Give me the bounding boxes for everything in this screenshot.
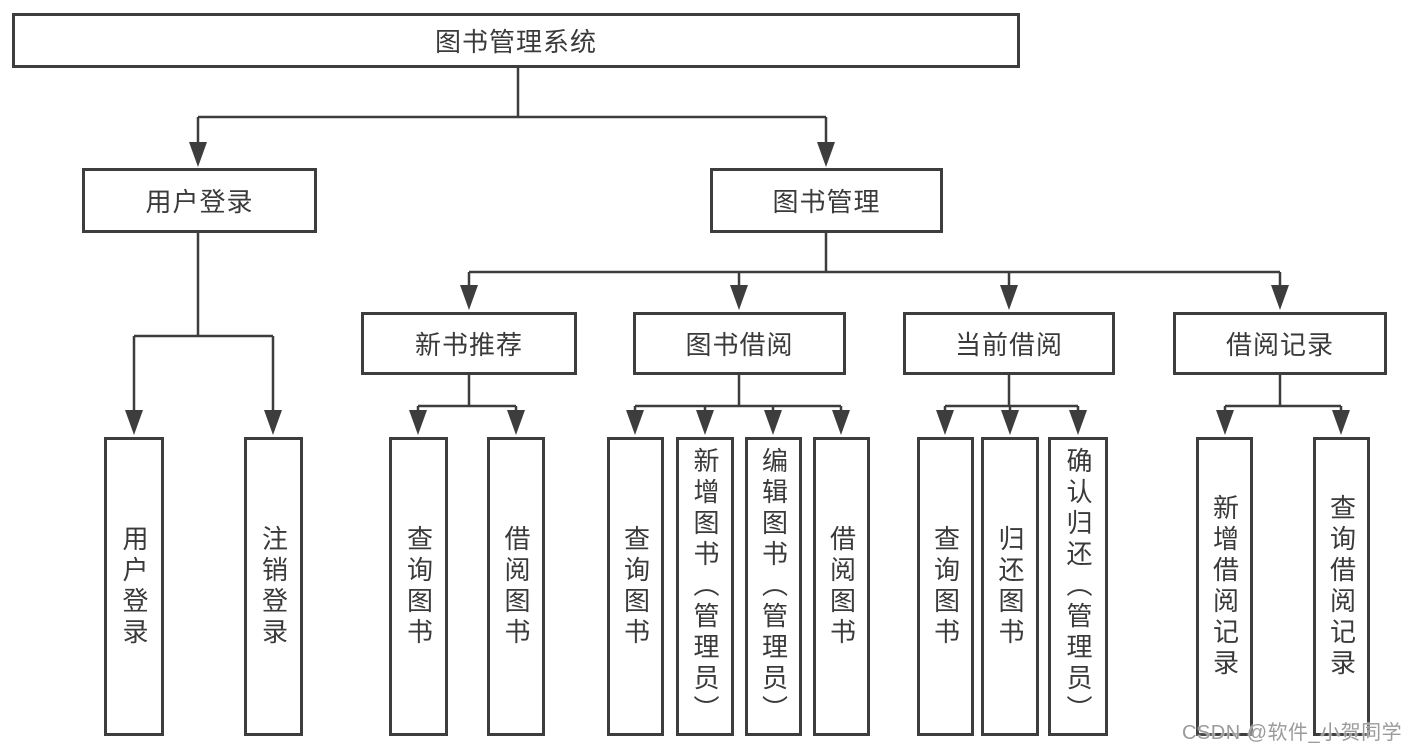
node-user-login-label: 用户登录	[145, 187, 254, 217]
leaf-edit-book-admin: 编辑图书（管理员）	[745, 437, 802, 736]
leaf-user-login: 用户登录	[104, 437, 164, 736]
arrowheads	[125, 142, 1350, 435]
leaf-query-borrow-record: 查询借阅记录	[1313, 437, 1370, 736]
node-user-login: 用户登录	[82, 168, 317, 233]
leaf-query-books-borrow: 查询图书	[607, 437, 664, 736]
node-root-label: 图书管理系统	[434, 27, 597, 57]
node-root: 图书管理系统	[12, 13, 1020, 68]
node-book-borrow: 图书借阅	[633, 312, 846, 375]
leaf-query-borrow-record-label: 查询借阅记录	[1326, 493, 1357, 680]
leaf-query-books-borrow-label: 查询图书	[620, 524, 651, 649]
leaf-return-book-label: 归还图书	[995, 524, 1025, 649]
leaf-user-login-label: 用户登录	[119, 524, 149, 649]
node-current-borrow: 当前借阅	[903, 312, 1115, 375]
leaf-logout: 注销登录	[244, 437, 303, 736]
node-borrow-records-label: 借阅记录	[1225, 330, 1334, 360]
leaf-borrow-books-recommend-label: 借阅图书	[501, 524, 531, 649]
leaf-confirm-return-admin: 确认归还（管理员）	[1048, 437, 1108, 736]
leaf-add-borrow-record: 新增借阅记录	[1196, 437, 1253, 736]
leaf-logout-label: 注销登录	[258, 524, 289, 649]
leaf-add-book-admin: 新增图书（管理员）	[676, 437, 734, 736]
leaf-query-books-current-label: 查询图书	[930, 524, 961, 649]
leaf-borrow-books: 借阅图书	[813, 437, 870, 736]
leaf-confirm-return-admin-label: 确认归还（管理员）	[1063, 447, 1093, 726]
node-new-book-recommend-label: 新书推荐	[414, 330, 523, 360]
node-current-borrow-label: 当前借阅	[954, 330, 1063, 360]
node-borrow-records: 借阅记录	[1173, 312, 1387, 375]
node-new-book-recommend: 新书推荐	[361, 312, 577, 375]
node-book-management-label: 图书管理	[772, 187, 881, 217]
node-book-borrow-label: 图书借阅	[685, 330, 794, 360]
leaf-edit-book-admin-label: 编辑图书（管理员）	[758, 447, 789, 726]
leaf-add-borrow-record-label: 新增借阅记录	[1209, 493, 1240, 680]
csdn-watermark: CSDN @软件_小贺同学	[1182, 722, 1403, 744]
node-book-management: 图书管理	[710, 168, 943, 233]
leaf-borrow-books-label: 借阅图书	[826, 524, 857, 649]
leaf-borrow-books-recommend: 借阅图书	[487, 437, 545, 736]
leaf-query-books-recommend-label: 查询图书	[403, 524, 434, 649]
leaf-query-books-recommend: 查询图书	[389, 437, 448, 736]
leaf-query-books-current: 查询图书	[917, 437, 974, 736]
leaf-add-book-admin-label: 新增图书（管理员）	[690, 447, 720, 726]
leaf-return-book: 归还图书	[981, 437, 1039, 736]
